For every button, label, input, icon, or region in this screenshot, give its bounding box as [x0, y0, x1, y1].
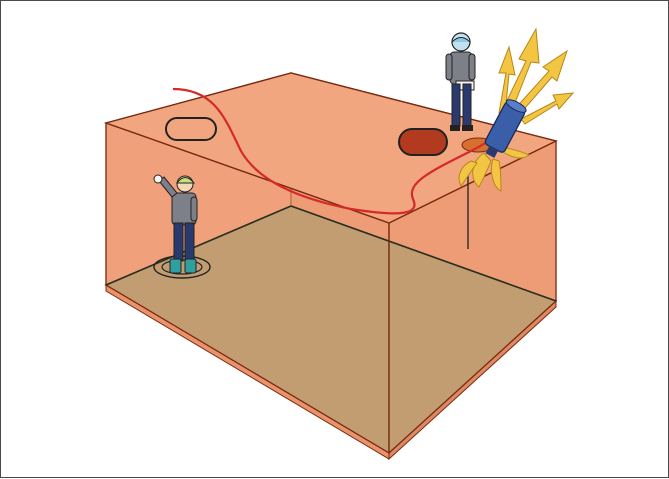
- supply-hose: [172, 87, 505, 215]
- spray-nozzle-icon: [484, 99, 527, 158]
- tank-hatch-left: [165, 117, 217, 141]
- tank-hatch-right: [398, 128, 448, 156]
- worker-with-spray-gun-icon: [153, 174, 211, 279]
- operator-with-remote-control-icon: [445, 32, 476, 131]
- tank: [103, 72, 559, 461]
